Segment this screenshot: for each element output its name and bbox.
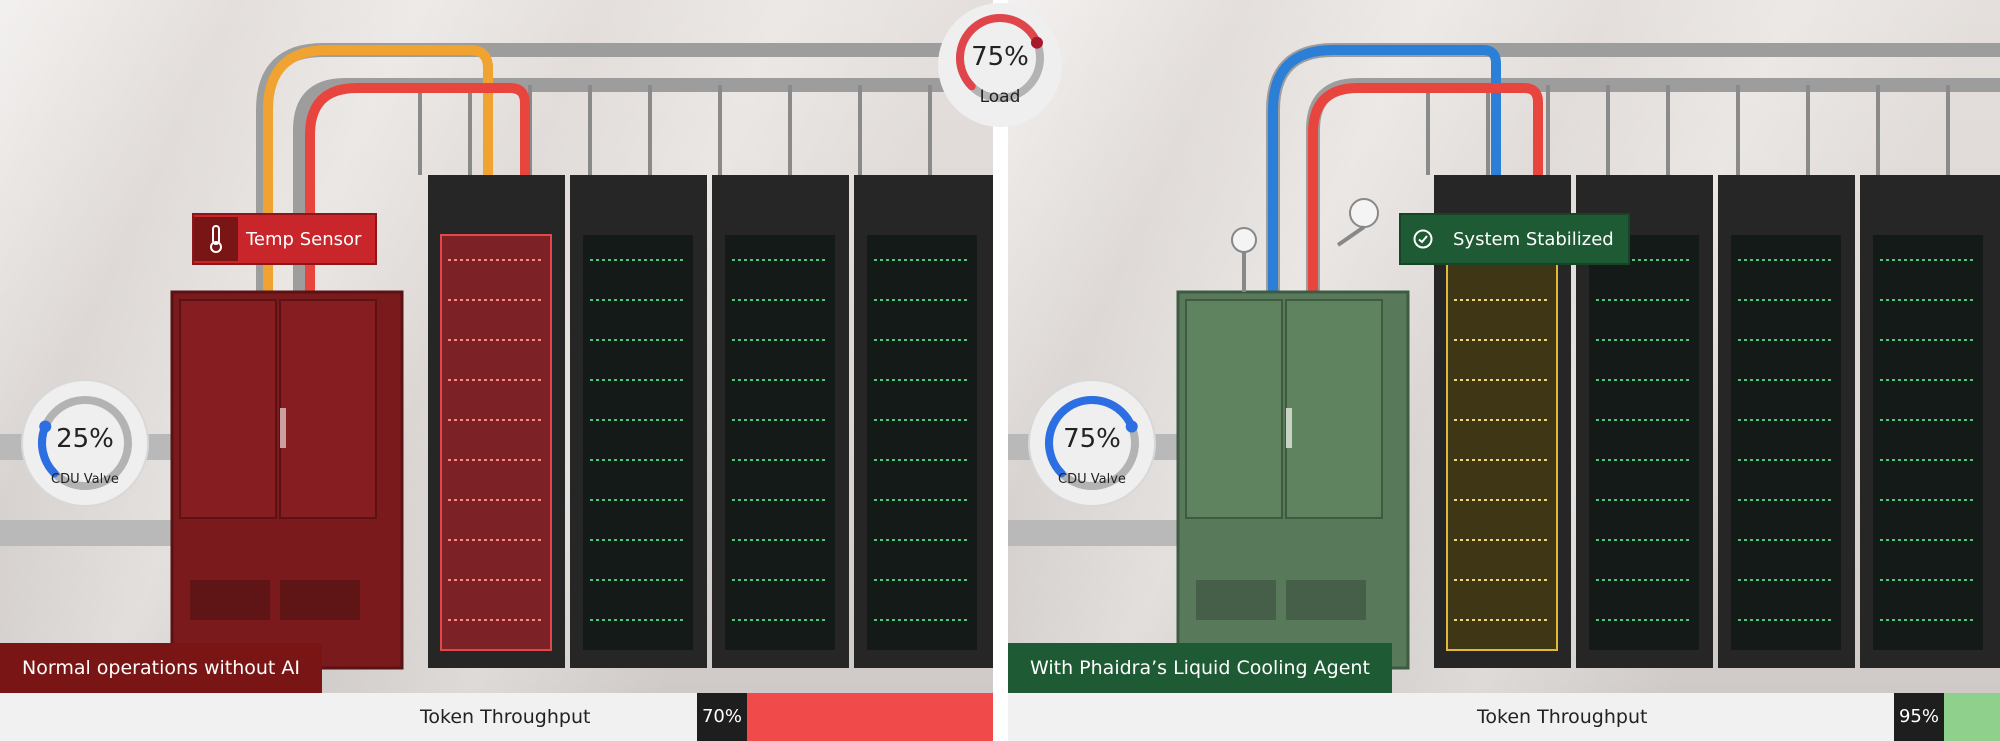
- valve-knob: [1125, 420, 1138, 433]
- cdu-valve-gauge: [21, 379, 149, 507]
- server-racks: [1434, 175, 2000, 668]
- valve-gauge-value: 75%: [1063, 424, 1121, 454]
- lower-pipe-2: [0, 520, 180, 546]
- hot-pipe: [305, 83, 530, 300]
- pipe-hangers: [418, 85, 932, 175]
- left-panel: 25% CDU Valve Temp Sensor Normal operati…: [0, 0, 993, 741]
- cdu-cabinet: [1176, 290, 1410, 670]
- cdu-cabinet: [170, 290, 404, 670]
- left-throughput-fill: [747, 693, 993, 741]
- left-caption: Normal operations without AI: [0, 643, 323, 693]
- cdu-valve-gauge: [1028, 379, 1156, 507]
- right-panel: 75% CDU Valve System Stabilized With Pha…: [1008, 0, 2000, 741]
- cool-pipe: [1268, 45, 1501, 300]
- left-throughput-value: 70%: [697, 693, 747, 741]
- temp-sensor-label: Temp Sensor: [246, 228, 362, 250]
- server-racks: [428, 175, 993, 668]
- system-stabilized-label: System Stabilized: [1453, 228, 1614, 250]
- lower-pipe-2: [1008, 520, 1188, 546]
- hot-pipe: [1308, 83, 1543, 300]
- right-throughput-value: 95%: [1894, 693, 1944, 741]
- load-gauge-label: Load: [979, 87, 1021, 107]
- left-throughput-label: Token Throughput: [420, 706, 591, 728]
- thermometer-icon: [194, 217, 238, 261]
- load-knob: [1030, 36, 1043, 49]
- check-circle-icon: [1401, 217, 1445, 261]
- left-scene: [0, 43, 993, 670]
- valve-knob: [39, 420, 52, 433]
- load-gauge-value: 75%: [971, 42, 1029, 72]
- valve-arc: [1045, 396, 1136, 478]
- pipe-hangers: [1426, 85, 1950, 175]
- right-throughput-label: Token Throughput: [1477, 706, 1648, 728]
- right-scene: [1008, 43, 2000, 670]
- load-gauge: [938, 3, 1062, 127]
- right-throughput-fill: [1944, 693, 2000, 741]
- system-stabilized-badge: System Stabilized: [1399, 213, 1630, 265]
- valve-gauge-label: CDU Valve: [1058, 472, 1126, 487]
- pressure-gauges: [1231, 198, 1379, 292]
- temp-sensor-badge: Temp Sensor: [192, 213, 378, 265]
- valve-gauge-label: CDU Valve: [51, 472, 119, 487]
- right-caption: With Phaidra’s Liquid Cooling Agent: [1008, 643, 1392, 693]
- valve-gauge-value: 25%: [56, 424, 114, 454]
- load-arc: [956, 14, 1041, 91]
- right-throughput-bar: [1008, 693, 2000, 741]
- warm-pipe: [263, 45, 493, 300]
